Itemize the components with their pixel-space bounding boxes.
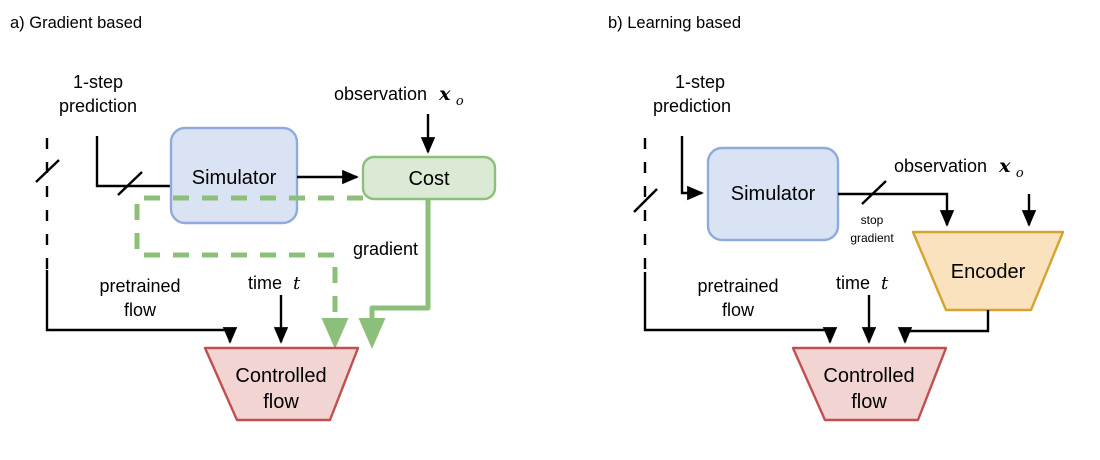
observation-var-b: x <box>998 155 1011 177</box>
stop-gradient-label-b-line2: gradient <box>850 231 894 245</box>
one-step-prediction-label-a-line2: prediction <box>59 96 137 116</box>
gradient-label-a: gradient <box>353 239 418 259</box>
simulator-label-a: Simulator <box>192 167 277 189</box>
slash-mark-pretrained-b <box>633 188 658 213</box>
one-step-prediction-label-b-line2: prediction <box>653 96 731 116</box>
gradient-solid-path-a <box>358 199 431 350</box>
panel-title-b: b) Learning based <box>608 14 741 32</box>
time-var-a: t <box>293 273 301 294</box>
controlled-flow-trapezoid-a[interactable] <box>203 346 360 422</box>
one-step-prediction-line-a <box>95 136 171 188</box>
encoder-label-b: Encoder <box>951 261 1026 283</box>
encoder-to-controlled-flow-line-b <box>897 310 990 344</box>
stop-gradient-label-b-line1: stop <box>861 213 884 227</box>
pretrained-flow-label-b-line1: pretrained <box>697 276 778 296</box>
pretrained-flow-line-b <box>643 272 838 344</box>
observation-sub-b: o <box>1016 166 1024 181</box>
slash-mark-prediction-a <box>117 171 143 196</box>
one-step-prediction-label-b-line1: 1-step <box>675 72 725 92</box>
time-prefix-b: time <box>836 273 870 293</box>
controlled-flow-label-line1-a: Controlled <box>235 365 326 387</box>
time-var-b: t <box>881 273 889 294</box>
one-step-prediction-line-b <box>680 136 704 201</box>
time-prefix-a: time <box>248 273 282 293</box>
observation-prefix-b: observation <box>894 156 987 176</box>
observation-var-a: x <box>438 83 451 105</box>
pretrained-flow-label-a-line1: pretrained <box>99 276 180 296</box>
pretrained-flow-line-a <box>45 270 238 344</box>
slash-mark-stop-gradient-b <box>861 180 887 205</box>
observation-prefix-a: observation <box>334 84 427 104</box>
time-label-a: time t <box>248 273 301 294</box>
controlled-flow-label-line1-b: Controlled <box>823 365 914 387</box>
time-label-b: time t <box>836 273 889 294</box>
one-step-prediction-label-a-line1: 1-step <box>73 72 123 92</box>
slash-mark-pretrained-a <box>35 159 60 183</box>
controlled-flow-label-line2-b: flow <box>851 391 887 413</box>
observation-label-a: observation x o <box>334 83 464 109</box>
observation-sub-a: o <box>456 94 464 109</box>
controlled-flow-label-line2-a: flow <box>263 391 299 413</box>
simulator-to-encoder-line-b <box>838 192 955 227</box>
gradient-dashed-path-a <box>134 195 363 350</box>
pretrained-flow-label-a-line2: flow <box>124 300 157 320</box>
simulator-label-b: Simulator <box>731 183 816 205</box>
controlled-flow-trapezoid-b[interactable] <box>791 346 948 422</box>
cost-label-a: Cost <box>408 168 450 190</box>
panel-title-a: a) Gradient based <box>10 14 142 32</box>
observation-label-b: observation x o <box>894 155 1024 181</box>
pretrained-flow-label-b-line2: flow <box>722 300 755 320</box>
encoder-trapezoid-b[interactable] <box>911 230 1065 312</box>
